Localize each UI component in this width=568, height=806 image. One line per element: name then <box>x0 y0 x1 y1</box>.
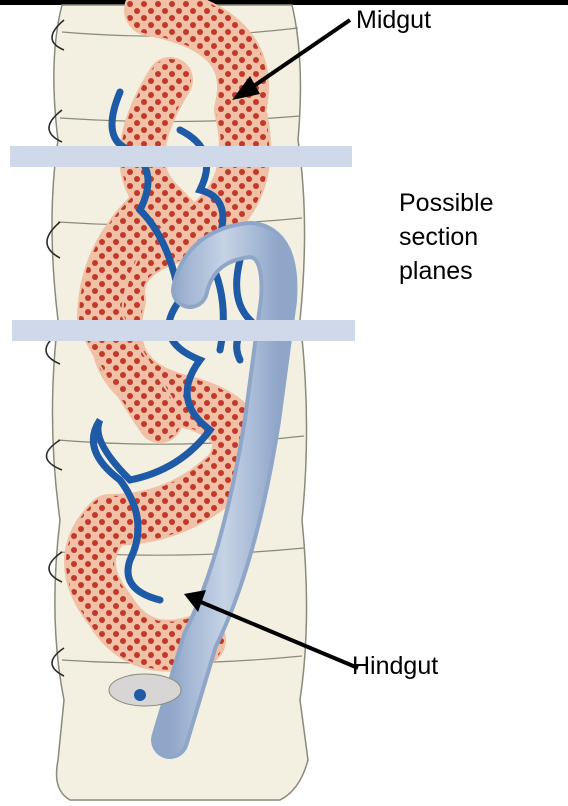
midgut-label: Midgut <box>356 6 431 34</box>
section-plane-lower <box>12 320 355 341</box>
section-plane-upper <box>10 146 352 167</box>
section-planes-line-3: planes <box>399 254 494 288</box>
section-planes-line-2: section <box>399 220 494 254</box>
section-planes-line-1: Possible <box>399 186 494 220</box>
hindgut-label: Hindgut <box>352 651 438 681</box>
section-planes-label: Possible section planes <box>399 186 494 288</box>
